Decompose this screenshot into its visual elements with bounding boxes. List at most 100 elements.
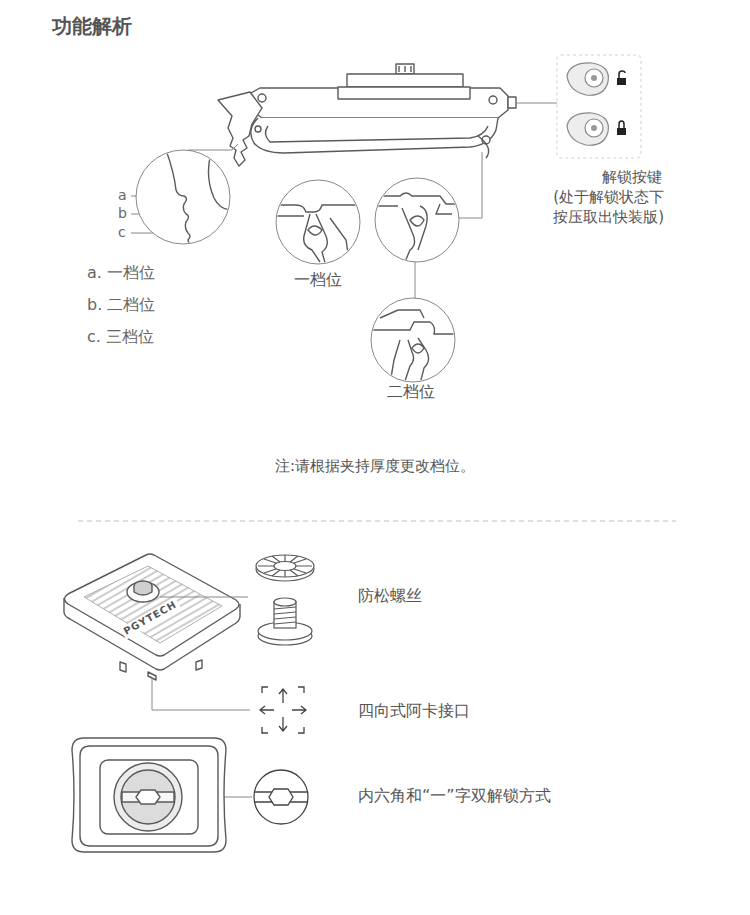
unlock-button-icon — [557, 55, 641, 158]
unlock-button-icon — [585, 69, 603, 87]
plate-bottom-view — [100, 760, 198, 834]
callout-letter: a — [118, 187, 127, 205]
lock-washer — [274, 562, 296, 571]
detail-circle — [166, 150, 232, 252]
plate-bottom-view — [121, 770, 175, 824]
page-title: 功能解析 — [52, 14, 132, 39]
leader-line — [517, 103, 557, 104]
clamp-drawing — [404, 66, 405, 72]
part-label: 防松螺丝 — [358, 586, 422, 606]
clamp-drawing — [398, 66, 399, 72]
callout-letter: c — [118, 224, 126, 242]
detail-circle — [276, 180, 360, 264]
leader-line — [131, 103, 557, 299]
quick-release-plate — [84, 566, 222, 643]
detail-circle — [371, 298, 455, 382]
detail-circle — [436, 204, 452, 214]
detail-circle — [136, 150, 232, 252]
unlock-button-icon — [619, 121, 624, 128]
detail-circle — [276, 205, 362, 266]
clamp-drawing — [410, 66, 411, 72]
detail-circle — [418, 206, 427, 250]
detail-circle — [316, 214, 327, 266]
detail-circle — [380, 310, 424, 318]
clamp-drawing — [478, 136, 489, 158]
part-label: 一档位 — [294, 270, 342, 290]
clamp-drawing — [258, 94, 266, 102]
gear-legend: a. 一档位 — [87, 263, 155, 283]
unlock-button-icon — [557, 55, 641, 158]
quick-release-plate — [120, 662, 126, 672]
unlock-button-icon — [591, 75, 597, 81]
detail-circle — [376, 193, 458, 264]
detail-circle — [166, 150, 198, 252]
detail-circle — [276, 215, 304, 216]
detail-circle — [371, 298, 456, 384]
detail-circle — [276, 180, 362, 266]
part-note: (处于解锁状态下 按压取出快装版) — [540, 188, 664, 227]
clamp-drawing — [347, 74, 463, 87]
clamp-drawing — [508, 97, 516, 108]
gear-legend: c. 三档位 — [87, 327, 154, 347]
four-way-arrows — [279, 717, 287, 731]
clamp-drawing — [251, 118, 498, 153]
four-way-arrows — [279, 689, 287, 703]
plate-bottom-view — [114, 763, 182, 831]
clamp-drawing — [265, 126, 488, 142]
four-way-arrows — [260, 687, 306, 733]
detail-circle — [404, 340, 414, 384]
plate-bottom-view — [72, 738, 226, 852]
quick-release-plate — [127, 582, 159, 602]
plate-bottom-view — [72, 738, 226, 852]
detail-circle — [308, 226, 322, 235]
clamp-drawing — [218, 92, 262, 166]
screw — [274, 607, 296, 624]
unlock-button-icon — [591, 125, 597, 131]
plate-bottom-view — [136, 790, 160, 804]
quick-release-plate — [134, 586, 152, 595]
clamp-drawing — [396, 64, 414, 74]
clamp-drawing — [255, 126, 261, 132]
detail-circle — [208, 150, 232, 210]
screw — [258, 598, 312, 645]
detail-circle — [330, 218, 350, 266]
part-label: 四向式阿卡接口 — [358, 701, 470, 721]
leader-line — [188, 144, 238, 150]
detail-circle — [412, 344, 424, 353]
detail-circle — [376, 193, 458, 204]
quick-release-plate — [196, 660, 202, 670]
note: 注:请根据夹持厚度更改档位。 — [275, 457, 475, 476]
clamp-drawing — [238, 88, 508, 118]
dashed-separator — [78, 521, 676, 522]
clamp-drawing — [489, 96, 497, 104]
quick-release-plate — [65, 554, 240, 656]
lock-washer — [258, 555, 312, 577]
four-way-arrows — [260, 706, 274, 714]
callout-letter: b — [118, 205, 127, 223]
leader-line — [459, 152, 482, 218]
unlock-button-icon — [619, 71, 625, 78]
leader-line — [415, 261, 416, 299]
gear-legend: b. 二档位 — [87, 295, 155, 315]
unlock-method-icon — [269, 789, 293, 805]
detail-circle — [376, 205, 398, 206]
detail-circle — [375, 178, 459, 264]
detail-circle — [410, 216, 424, 226]
unlock-button-icon — [617, 128, 626, 135]
unlock-button-icon — [567, 63, 608, 95]
unlock-method-icon — [254, 770, 308, 824]
detail-circle — [200, 239, 210, 244]
detail-circle — [136, 150, 230, 244]
quick-release-plate — [64, 554, 240, 680]
lock-washer — [256, 555, 314, 581]
leader-line — [152, 678, 250, 710]
lock-washer — [256, 555, 314, 577]
clamp-drawing — [218, 64, 516, 166]
unlock-button-icon — [567, 113, 608, 145]
unlock-method-icon — [254, 770, 308, 824]
clamp-drawing — [338, 87, 470, 99]
detail-circle — [390, 340, 400, 384]
screw — [274, 598, 296, 606]
detail-circle — [304, 214, 320, 262]
plate-bottom-view — [80, 746, 218, 846]
